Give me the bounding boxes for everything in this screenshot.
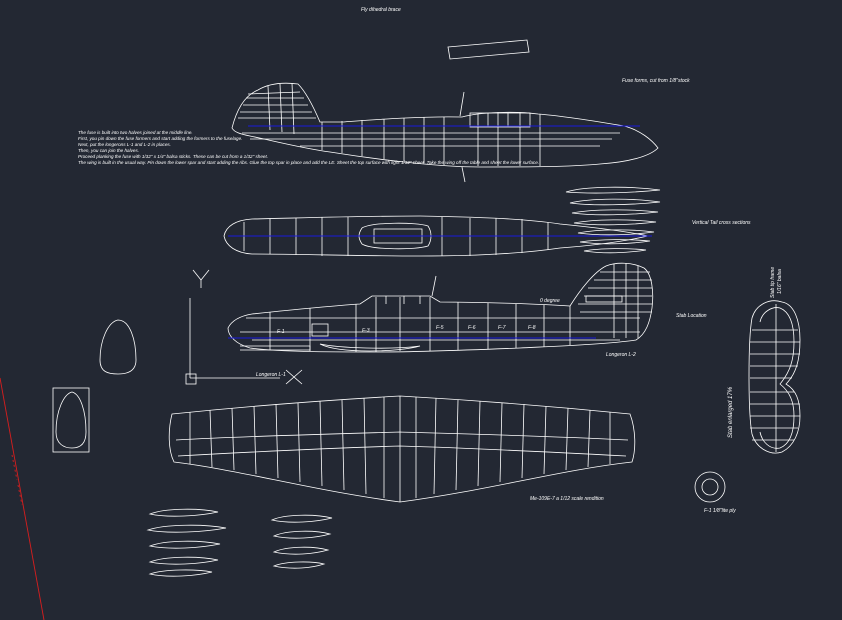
stab-ribs bbox=[750, 304, 800, 452]
tail-strut bbox=[461, 166, 466, 183]
ucs-axis-icon bbox=[185, 269, 303, 385]
lower-fuse-formers bbox=[269, 297, 571, 352]
former-bulkhead-1[interactable] bbox=[99, 319, 137, 375]
drawing-header: Fly dihedral brace bbox=[361, 7, 401, 13]
fuselage-side-top[interactable] bbox=[231, 82, 659, 183]
former-label-f8: F-8 bbox=[528, 325, 536, 331]
stab-enlarged-label: Stab enlarged 17% bbox=[728, 386, 734, 438]
vertical-tail-label: Vertical Tail cross sections bbox=[692, 220, 751, 226]
canopy bbox=[469, 112, 531, 128]
rudder-ribs bbox=[238, 82, 316, 135]
wing-root-fairing bbox=[319, 343, 421, 352]
lower-rudder-ribs bbox=[578, 263, 652, 338]
stab-tip-label-2: 1/16" balsa bbox=[777, 269, 783, 294]
wing-spar bbox=[175, 431, 629, 441]
fuselage-side-lower[interactable] bbox=[227, 262, 654, 353]
nose-block bbox=[311, 323, 329, 337]
former-label-f5: F-5 bbox=[436, 325, 444, 331]
instruction-line-2: First, you pin down the fuse formers and… bbox=[78, 136, 243, 141]
instruction-line-6: The wing is built in the usual way. Pin … bbox=[78, 160, 540, 165]
instruction-line-1: The fuse is built into two halves joined… bbox=[78, 130, 193, 135]
stab-slot bbox=[585, 295, 623, 303]
fuse-formers-label: Fuse forms, cut from 1/8"stock bbox=[622, 78, 690, 84]
instruction-line-4: Then, you can join the halves. bbox=[78, 148, 140, 153]
stab-location-label: Stab Location bbox=[676, 313, 707, 319]
former-label-f7: F-7 bbox=[498, 325, 506, 331]
landing-gear-box bbox=[240, 345, 311, 351]
former-label-f1: F-1 bbox=[277, 329, 285, 335]
stab-enlarged[interactable] bbox=[748, 300, 801, 454]
wing-ribs bbox=[189, 396, 611, 502]
wing-rear-spar bbox=[177, 445, 627, 457]
former-bulkhead-2[interactable] bbox=[55, 391, 87, 449]
wing-rib-airfoils[interactable] bbox=[146, 508, 333, 577]
f1-label: F-1 1/8"lite ply bbox=[704, 508, 736, 514]
stab-inner bbox=[759, 307, 795, 449]
longeron-l1-label: Longeron L-1 bbox=[256, 372, 286, 378]
former-label-f3: F-3 bbox=[362, 328, 370, 334]
stab-tip-label-1: Stab tip frame bbox=[770, 266, 776, 298]
lower-antenna bbox=[431, 275, 437, 297]
cockpit-top bbox=[358, 222, 432, 250]
angle-label: 0 degree bbox=[540, 298, 560, 304]
longeron-l2-label: Longeron L-2 bbox=[606, 352, 636, 358]
dihedral-brace[interactable] bbox=[447, 39, 530, 60]
antenna-mast bbox=[459, 91, 465, 117]
former-label-f6: F-6 bbox=[468, 325, 476, 331]
former-frame-2[interactable] bbox=[52, 387, 90, 453]
wing-planform[interactable] bbox=[168, 395, 636, 503]
instruction-line-5: Proceed planking the fuse with 1/32" x 1… bbox=[78, 154, 269, 159]
instruction-line-3: Next, put the longerons L-1 and L-2 in p… bbox=[78, 142, 171, 147]
red-edge-lines bbox=[0, 377, 45, 620]
wing-caption: Me-109E-7 a 1/12 scale rendition bbox=[530, 496, 604, 502]
fuselage-top-view[interactable] bbox=[223, 215, 652, 257]
vertical-tail-sections[interactable] bbox=[565, 186, 661, 254]
f1-ring[interactable] bbox=[694, 471, 726, 503]
